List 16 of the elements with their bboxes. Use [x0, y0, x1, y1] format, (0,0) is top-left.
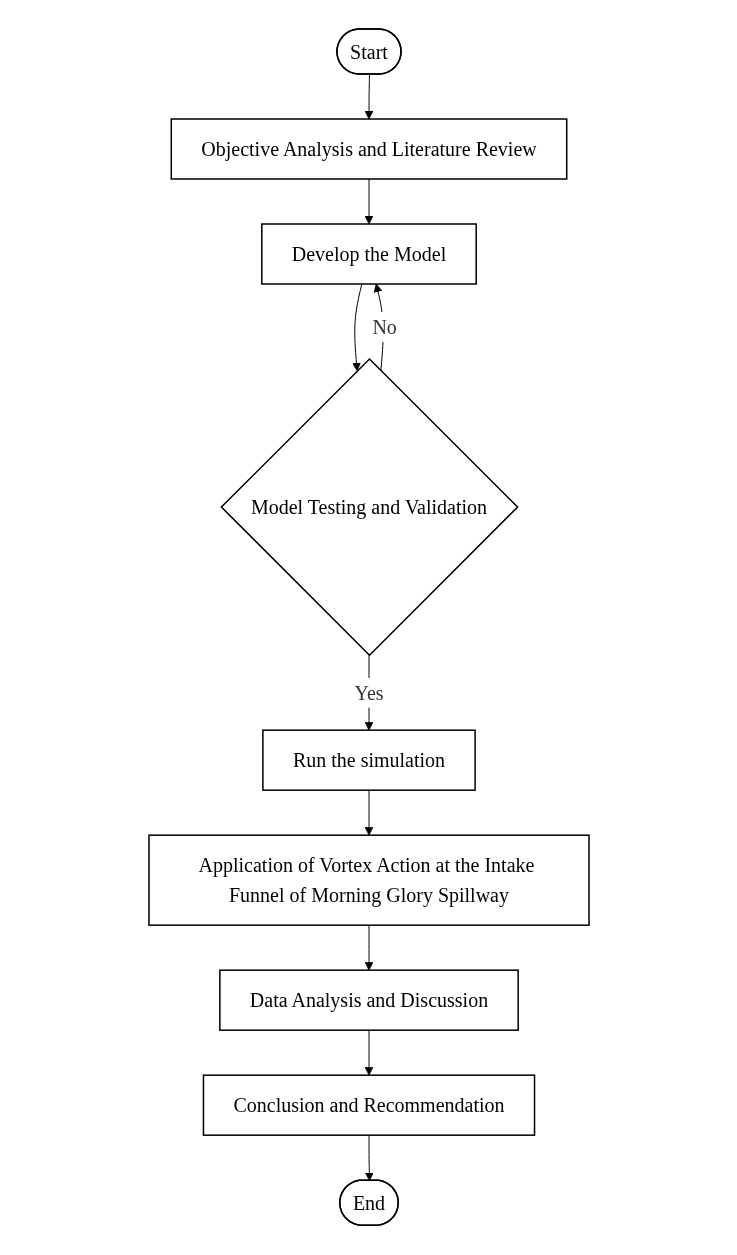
- node-box: Conclusion and Recommendation: [202, 1074, 535, 1137]
- node-box: Data Analysis and Discussion: [218, 969, 519, 1032]
- arrow: [364, 178, 373, 225]
- arrow: [364, 790, 373, 836]
- arrow: [364, 1030, 373, 1076]
- node-box: Application of Vortex Action at the Intake Funnel of Morning Glory Spillway: [147, 834, 590, 927]
- node-box: Objective Analysis and Literature Review: [170, 118, 567, 181]
- edge-label: Yes: [353, 682, 384, 705]
- arrow: [351, 283, 362, 372]
- node-box: Develop the Model: [260, 223, 477, 286]
- edge-label: No: [371, 316, 397, 339]
- arrow: [364, 925, 373, 971]
- arrow: [364, 74, 373, 120]
- arrow: [364, 1135, 374, 1182]
- node-diamond: Model Testing and Validation: [219, 358, 519, 657]
- node-box: Run the simulation: [261, 729, 476, 792]
